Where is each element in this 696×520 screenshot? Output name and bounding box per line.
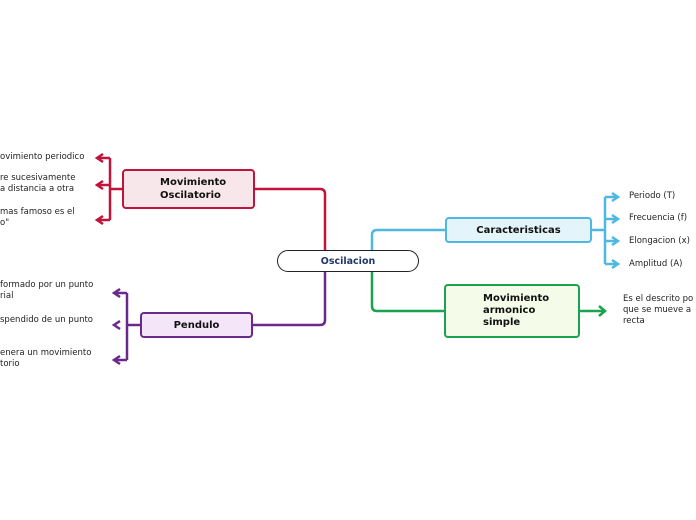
subtopic-car-periodo[interactable]: Periodo (T) (629, 191, 675, 202)
subtopic-text: torio (0, 359, 20, 369)
subtopic-text: a distancia a otra (0, 184, 75, 194)
subtopic-text: re sucesivamente (0, 173, 76, 183)
connector-root-caracteristicas (370, 228, 445, 250)
arrowhead-mov-2 (94, 179, 104, 191)
topic-movimiento-armonico-simple[interactable]: Movimiento armonico simple (444, 284, 580, 338)
subtopic-text: ovimiento periodico (0, 152, 85, 162)
connector-root-movimiento-armonico (370, 272, 444, 313)
topic-label: Pendulo (173, 319, 220, 331)
connector-car-bracket (592, 197, 607, 264)
arrowhead-car-1 (611, 191, 621, 203)
subtopic-text: recta (623, 316, 645, 326)
arrowhead-pen-1 (111, 287, 121, 299)
subtopic-text: formado por un punto (0, 280, 94, 290)
subtopic-text: Frecuencia (f) (629, 213, 688, 223)
subtopic-pen-2[interactable]: spendido de un punto (0, 315, 93, 326)
subtopic-mas-1[interactable]: Es el descrito po que se mueve a recta (623, 294, 693, 327)
arrowhead-car-2 (611, 213, 621, 225)
subtopic-pen-1[interactable]: formado por un punto rial (0, 280, 93, 302)
connector-root-pendulo (253, 272, 327, 327)
topic-pendulo[interactable]: Pendulo (140, 312, 253, 338)
connector-root-movimiento-oscilatorio (255, 187, 327, 250)
arrowhead-mas-1 (598, 305, 607, 317)
subtopic-car-frecuencia[interactable]: Frecuencia (f) (629, 213, 687, 224)
subtopic-text: rial (0, 291, 14, 301)
topic-label-line: Movimiento (160, 177, 227, 188)
connector-pen-bracket (125, 293, 140, 360)
topic-label-line: armonico (483, 305, 536, 316)
subtopic-mov-1[interactable]: ovimiento periodico (0, 152, 84, 163)
central-topic-label: Oscilacion (320, 255, 376, 267)
subtopic-text: Es el descrito po (623, 294, 694, 304)
subtopic-car-elongacion[interactable]: Elongacion (x) (629, 236, 690, 247)
topic-label-line: Oscilatorio (160, 190, 221, 201)
topic-caracteristicas[interactable]: Caracteristicas (445, 217, 592, 243)
topic-label-line: simple (483, 317, 521, 328)
connector-mov-bracket (108, 158, 122, 220)
subtopic-text: mas famoso es el (0, 207, 75, 217)
arrowhead-mov-1 (94, 152, 104, 164)
subtopic-text: o" (0, 218, 10, 228)
subtopic-text: enera un movimiento (0, 348, 92, 358)
arrowhead-pen-2 (111, 319, 121, 331)
subtopic-text: Amplitud (A) (629, 259, 683, 269)
subtopic-text: spendido de un punto (0, 315, 94, 325)
arrowhead-car-4 (611, 258, 621, 270)
arrowhead-car-3 (611, 235, 621, 247)
subtopic-mov-2[interactable]: re sucesivamente a distancia a otra (0, 173, 75, 195)
topic-movimiento-oscilatorio[interactable]: Movimiento Oscilatorio (122, 169, 255, 209)
subtopic-mov-3[interactable]: mas famoso es el o" (0, 207, 75, 229)
subtopic-text: que se mueve a (623, 305, 692, 315)
topic-label: Caracteristicas (476, 224, 561, 236)
subtopic-text: Periodo (T) (629, 191, 676, 201)
central-topic-oscilacion[interactable]: Oscilacion (277, 250, 419, 272)
subtopic-pen-3[interactable]: enera un movimiento torio (0, 348, 91, 370)
arrowhead-mov-3 (94, 214, 104, 226)
topic-label-line: Movimiento (483, 293, 550, 304)
subtopic-text: Elongacion (x) (629, 236, 690, 246)
arrowhead-pen-3 (111, 354, 121, 366)
subtopic-car-amplitud[interactable]: Amplitud (A) (629, 259, 682, 270)
